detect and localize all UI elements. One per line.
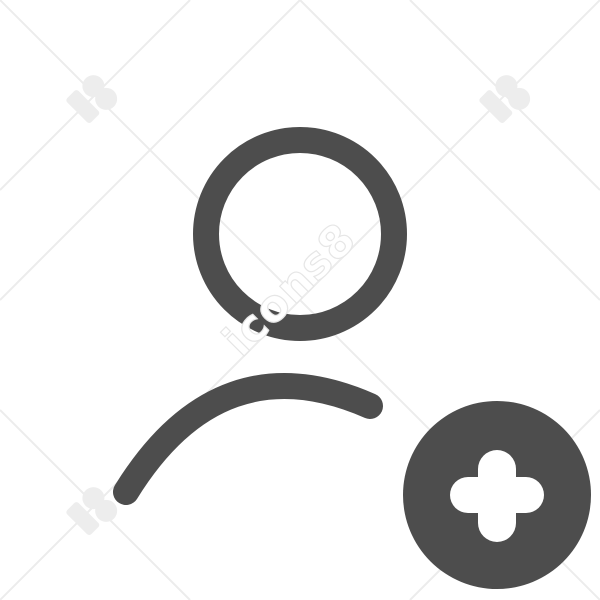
watermark-logo-top-right — [479, 75, 531, 124]
watermark-logo-bottom-left — [66, 487, 118, 536]
user-head-circle — [193, 127, 407, 341]
add-badge — [403, 401, 591, 589]
watermark-logo-top-left — [66, 75, 118, 124]
user-shoulders-arc — [113, 373, 383, 505]
plus-icon — [450, 450, 544, 542]
